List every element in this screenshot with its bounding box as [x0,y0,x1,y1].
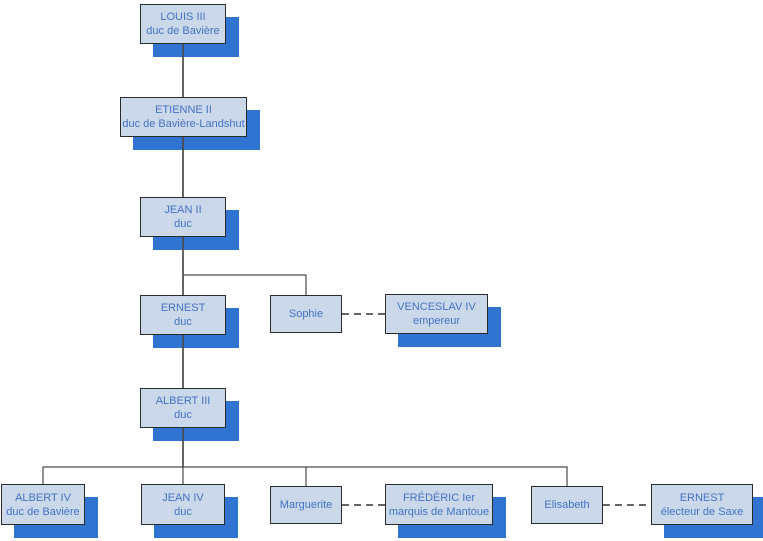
person-name: ERNEST [679,491,725,504]
person-name: LOUIS III [160,11,206,23]
node-frederic-ier[interactable]: FRÉDÉRIC Ier marquis de Mantoue [385,484,493,525]
person-name: FRÉDÉRIC Ier [402,491,476,504]
node-marguerite[interactable]: Marguerite [270,486,342,524]
person-name: Elisabeth [544,499,590,511]
person-title: duc [174,409,192,421]
person-title: duc de Bavière [146,25,220,37]
person-name: JEAN IV [162,491,204,504]
node-venceslav-iv[interactable]: VENCESLAV IV empereur [385,294,488,334]
person-name: VENCESLAV IV [397,301,476,313]
node-albert-iii[interactable]: ALBERT III duc [140,388,226,428]
person-name: JEAN II [164,204,202,216]
person-name: ETIENNE II [155,104,212,116]
node-jean-iv[interactable]: JEAN IV duc [141,484,225,525]
person-name: Marguerite [279,499,333,511]
node-elisabeth[interactable]: Elisabeth [531,486,603,524]
person-name: ALBERT III [155,395,211,407]
node-ernest-saxe[interactable]: ERNEST électeur de Saxe [651,484,753,525]
person-name: ALBERT IV [15,491,71,504]
person-title: électeur de Saxe [660,505,744,518]
person-title: duc de Bavière [6,505,80,518]
person-title: marquis de Mantoue [388,505,490,518]
person-name: ERNEST [160,302,206,314]
person-title: empereur [412,315,461,327]
node-etienne-ii[interactable]: ETIENNE II duc de Bavière-Landshut [120,97,247,137]
person-title: duc de Bavière-Landshut [122,118,245,130]
node-albert-iv[interactable]: ALBERT IV duc de Bavière [1,484,85,525]
node-sophie[interactable]: Sophie [270,295,342,333]
person-title: duc [174,316,192,328]
person-title: duc [174,218,192,230]
node-jean-ii[interactable]: JEAN II duc [140,197,226,237]
person-name: Sophie [288,308,324,320]
node-ernest[interactable]: ERNEST duc [140,295,226,335]
node-louis-iii[interactable]: LOUIS III duc de Bavière [140,4,226,44]
person-title: duc [174,505,192,518]
